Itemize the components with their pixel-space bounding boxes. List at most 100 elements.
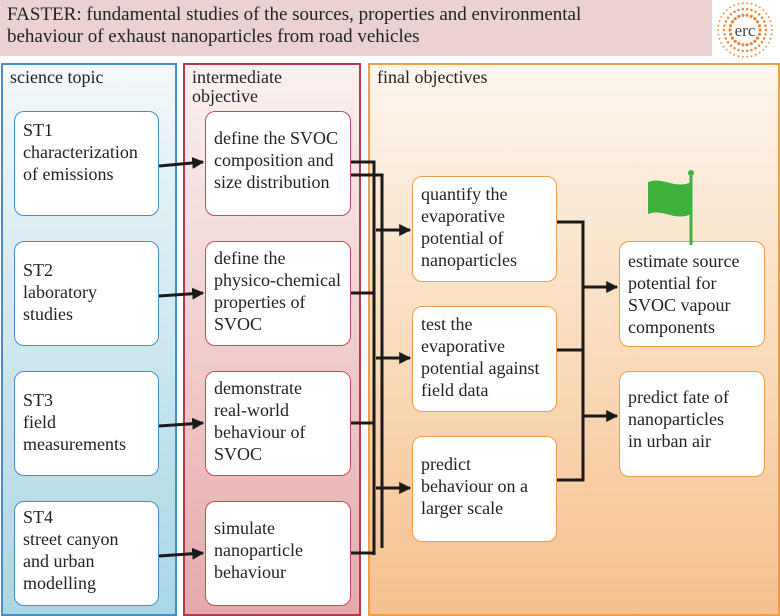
box-line: of emissions: [23, 164, 114, 184]
connector-bus-2: [351, 173, 384, 548]
logo-dot: [754, 53, 757, 56]
logo-dot: [733, 10, 736, 14]
science-topic-st2: ST2 laboratory studies: [14, 241, 159, 346]
logo-dot: [753, 17, 757, 21]
box-line: quantify the: [421, 184, 508, 204]
logo-dot: [770, 33, 773, 36]
intermediate-objective-heading: intermediate objective: [192, 68, 282, 106]
logo-dot: [737, 2, 740, 5]
box-line: ST3: [23, 390, 54, 410]
logo-dot: [764, 28, 768, 32]
logo-dot: [733, 46, 736, 50]
box-line: measurements: [23, 434, 126, 454]
logo-dot: [726, 16, 730, 19]
logo-dot: [745, 43, 749, 47]
logo-dot: [733, 17, 737, 21]
logo-dot: [737, 48, 740, 52]
box-line: define the: [214, 248, 286, 268]
logo-dot: [764, 33, 767, 36]
box-line: studies: [23, 304, 74, 324]
logo-dot: [762, 49, 765, 51]
logo-dot: [770, 24, 773, 27]
box-line: real-world: [214, 400, 289, 420]
logo-dot: [764, 24, 767, 27]
logo-dot: [745, 13, 749, 17]
logo-dot: [729, 51, 732, 54]
logo-dot: [754, 46, 757, 50]
erc-logo-icon: erc: [714, 2, 776, 58]
logo-dot: [765, 12, 768, 15]
logo-dot: [722, 12, 725, 15]
logo-dot: [762, 37, 766, 40]
box-line: properties of: [214, 292, 306, 312]
logo-dot: [760, 41, 764, 44]
logo-dot: [729, 6, 732, 9]
box-line: evaporative: [421, 336, 505, 356]
logo-dot: [726, 41, 730, 44]
logo-dot: [754, 10, 757, 14]
logo-dot: [771, 29, 773, 31]
science-topic-st1: ST1 characterization of emissions: [14, 111, 159, 216]
box-line: behaviour of: [214, 422, 306, 442]
connector-int1: [351, 160, 376, 555]
logo-dot: [733, 39, 737, 43]
box-line: simulate: [214, 518, 275, 538]
logo-dot: [741, 49, 745, 53]
box-line: SVOC: [214, 314, 263, 334]
intermediate-heading-line-1: intermediate: [192, 67, 282, 87]
logo-dot: [741, 43, 745, 47]
box-line: in urban air: [628, 431, 711, 451]
logo-dot: [720, 42, 723, 44]
box-line: ST2: [23, 260, 54, 280]
box-line: demonstrate: [214, 378, 302, 398]
logo-dot: [741, 56, 744, 58]
header-banner: FASTER: fundamental studies of the sourc…: [0, 0, 712, 56]
box-line: define the SVOC: [214, 128, 338, 148]
logo-dot: [767, 42, 770, 44]
box-line: street canyon: [23, 529, 119, 549]
logo-dot: [769, 20, 772, 23]
logo-dot: [730, 36, 734, 40]
logo-dot: [741, 13, 745, 17]
logo-dot: [718, 37, 721, 40]
logo-dot: [769, 37, 772, 40]
logo-dot: [746, 2, 749, 4]
logo-dot: [750, 55, 753, 58]
intermediate-objective-3: demonstrate real-world behaviour of SVOC: [205, 371, 351, 476]
arrow-st3-to-int3: [158, 417, 205, 430]
logo-dot: [767, 16, 770, 18]
page-title: FASTER: fundamental studies of the sourc…: [7, 4, 647, 48]
logo-dot: [762, 20, 766, 23]
logo-dot: [750, 2, 753, 5]
title-line-1: FASTER: fundamental studies of the sourc…: [7, 4, 582, 25]
box-line: SVOC vapour: [628, 295, 731, 315]
arrow-st1-to-int1: [158, 157, 205, 169]
box-line: predict: [421, 454, 471, 474]
logo-dot: [728, 28, 732, 32]
final-objectives-heading: final objectives: [377, 67, 488, 87]
logo-dot: [756, 36, 760, 40]
logo-dot: [729, 44, 733, 47]
logo-dot: [717, 24, 720, 27]
science-topic-st3: ST3 field measurements: [14, 371, 159, 476]
logo-dot: [720, 16, 723, 18]
logo-dot: [725, 49, 728, 51]
box-line: nanoparticles: [421, 250, 517, 270]
logo-dot: [725, 9, 728, 11]
intermediate-objective-2: define the physico-chemical properties o…: [205, 241, 351, 346]
science-topic-st4: ST4 street canyon and urban modelling: [14, 501, 159, 606]
box-line: size distribution: [214, 172, 330, 192]
box-line: predict fate of: [628, 387, 729, 407]
box-line: larger scale: [421, 498, 504, 518]
logo-dot: [745, 49, 749, 53]
flag-icon: [648, 170, 694, 245]
logo-dot: [723, 33, 726, 36]
box-line: potential against: [421, 358, 540, 378]
logo-dot: [724, 37, 728, 40]
box-line: SVOC: [214, 444, 263, 464]
box-line: potential for: [628, 273, 717, 293]
box-line: nanoparticles: [628, 409, 724, 429]
logo-dot: [754, 4, 757, 7]
box-line: nanoparticle: [214, 540, 303, 560]
